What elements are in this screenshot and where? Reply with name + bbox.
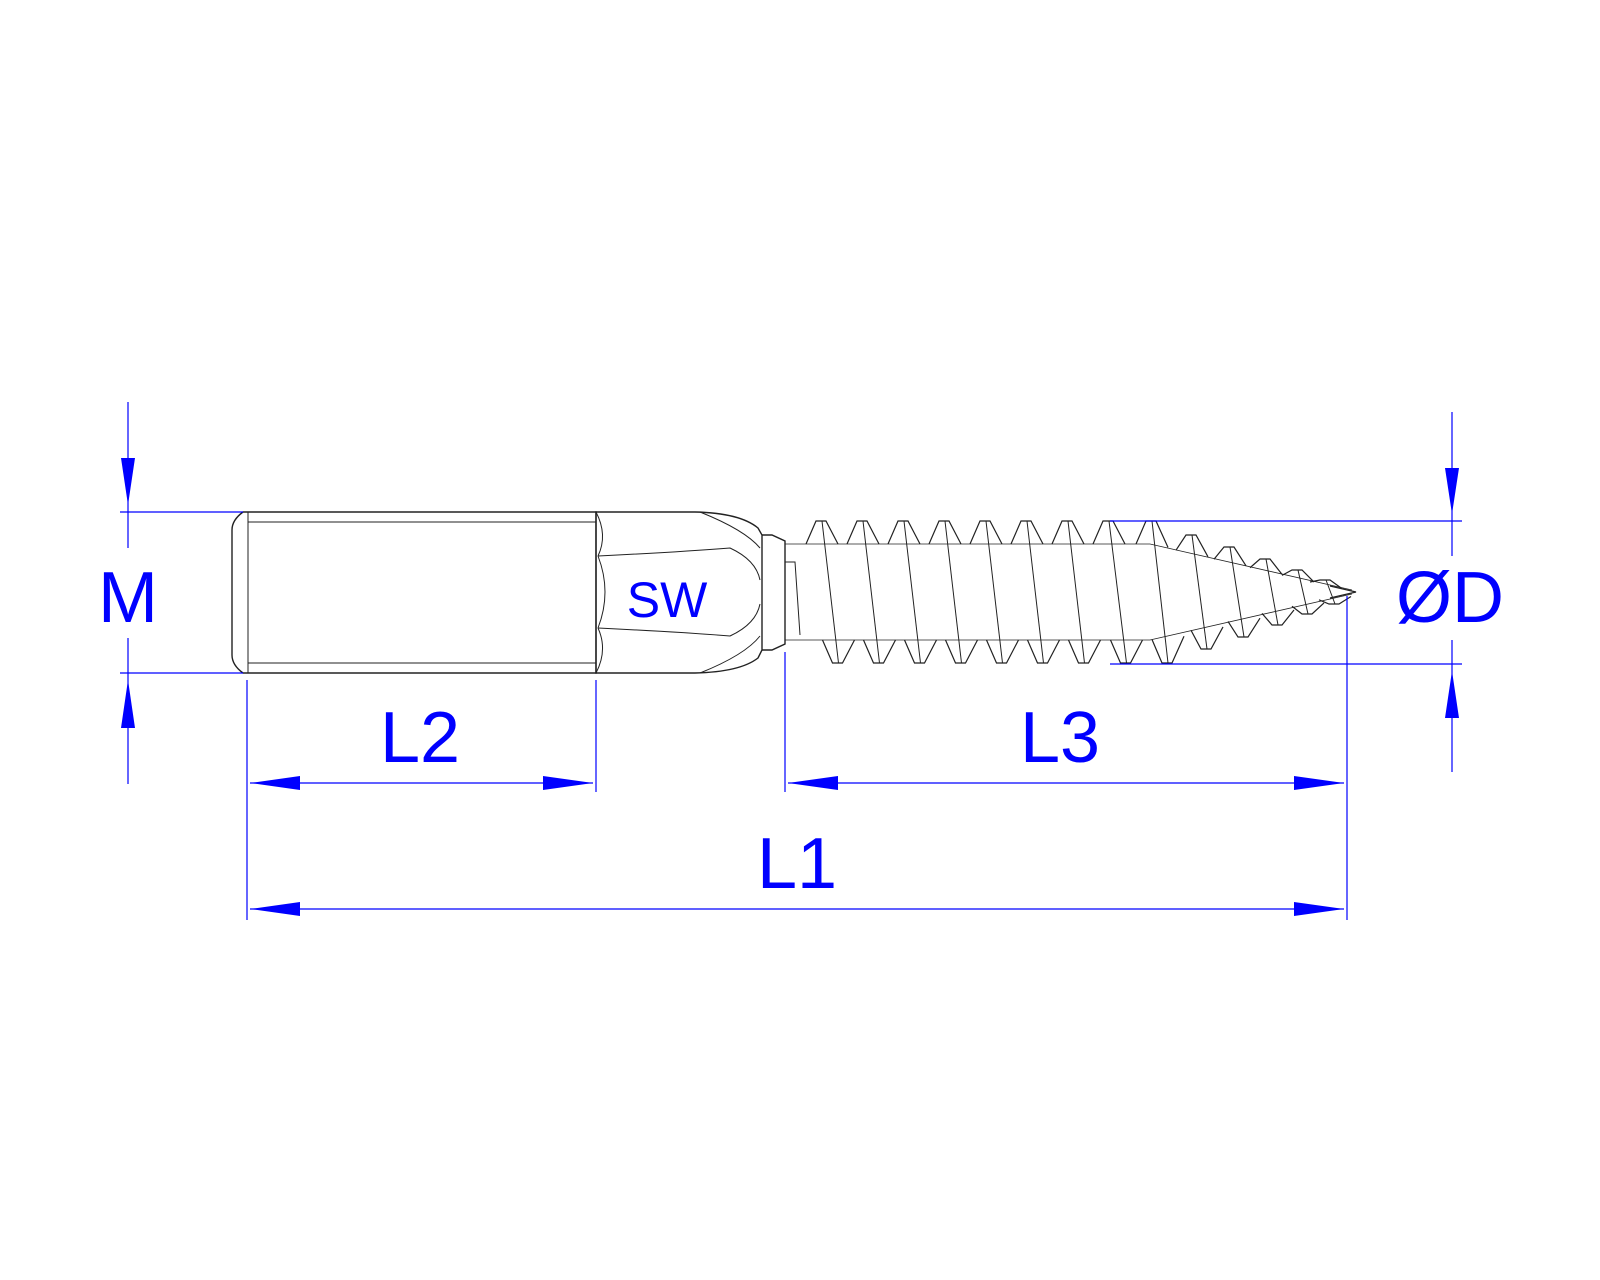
- thread-crest-bottom: [862, 639, 897, 664]
- thread-helix-line: [985, 520, 1003, 664]
- screw-tip: [1329, 585, 1357, 599]
- thread-helix-line: [862, 520, 880, 664]
- thread-crest-bottom: [1026, 639, 1061, 664]
- thread-helix-line: [1297, 569, 1309, 615]
- dimension-annotations: [120, 402, 1462, 920]
- label-l2: L2: [380, 698, 460, 778]
- neck: [762, 534, 786, 651]
- l1-arrow-left: [250, 902, 300, 916]
- drive-facet-line: [597, 555, 606, 629]
- thread-crest-top: [1249, 558, 1283, 575]
- drive-facet-line: [595, 627, 603, 674]
- wood-screw-thread: [785, 520, 1357, 664]
- dimension-arrowheads: [121, 458, 1459, 916]
- thread-crest-top: [1309, 579, 1343, 590]
- drive-facet-line: [597, 547, 761, 581]
- thread-crest-bottom: [1227, 617, 1261, 638]
- label-l1: L1: [757, 824, 837, 904]
- l3-arrow-right: [1294, 776, 1344, 790]
- thread-crest-bottom: [1067, 639, 1102, 664]
- thread-crest-bottom: [1190, 626, 1224, 650]
- thread-crest-bottom: [1109, 639, 1144, 664]
- thread-crest-top: [1010, 520, 1044, 545]
- thread-crest-bottom: [1261, 609, 1295, 626]
- drive-facet-line: [595, 511, 603, 557]
- thread-crest-top: [928, 520, 962, 545]
- hanger-bolt: [231, 511, 1357, 674]
- thread-crest-top: [1213, 546, 1247, 567]
- thread-helix-line: [1325, 579, 1336, 605]
- drive-facet-line: [597, 603, 761, 637]
- thread-helix-line: [944, 520, 962, 664]
- thread-lead-in: [785, 561, 801, 636]
- m-arrow-down: [121, 458, 135, 505]
- machine-thread-section: [231, 511, 597, 674]
- thread-helix-line: [1026, 520, 1044, 664]
- thread-crest-top: [1175, 534, 1209, 558]
- l2-arrow-right: [543, 776, 593, 790]
- label-m: M: [98, 558, 158, 638]
- thread-crest-top: [846, 520, 880, 545]
- thread-crest-bottom: [1291, 602, 1325, 615]
- thread-helix-line: [821, 520, 839, 664]
- thread-crest-top: [805, 520, 839, 545]
- drive-facet-line: [699, 511, 761, 549]
- thread-crest-bottom: [944, 639, 979, 664]
- thread-helix-line: [1265, 558, 1279, 626]
- thread-crest-bottom: [1318, 596, 1352, 605]
- label-l3: L3: [1020, 698, 1100, 778]
- label-sw: SW: [627, 572, 708, 628]
- thread-helix-line: [1067, 520, 1085, 664]
- thread-crest-top: [969, 520, 1003, 545]
- thread-crest-top: [1092, 520, 1126, 545]
- l1-arrow-right: [1294, 902, 1344, 916]
- d-arrow-up: [1445, 671, 1459, 718]
- thread-crest-top: [887, 520, 921, 545]
- thread-helix-line: [1108, 520, 1127, 664]
- m-arrow-up: [121, 680, 135, 728]
- thread-helix-line: [1229, 546, 1245, 638]
- d-arrow-down: [1445, 468, 1459, 514]
- thread-crest-top: [1281, 569, 1315, 583]
- label-d: ØD: [1396, 558, 1504, 638]
- drive-facet-line: [699, 635, 761, 674]
- thread-crest-bottom: [985, 639, 1020, 664]
- thread-crest-bottom: [903, 639, 938, 664]
- thread-root-top: [785, 543, 1353, 591]
- thread-crest-bottom: [821, 639, 856, 664]
- l3-arrow-left: [788, 776, 838, 790]
- thread-helix-line: [903, 520, 921, 664]
- thread-crest-top: [1051, 520, 1085, 545]
- l2-arrow-left: [250, 776, 300, 790]
- thread-crest-bottom: [1151, 635, 1185, 664]
- thread-root-bottom: [785, 593, 1353, 641]
